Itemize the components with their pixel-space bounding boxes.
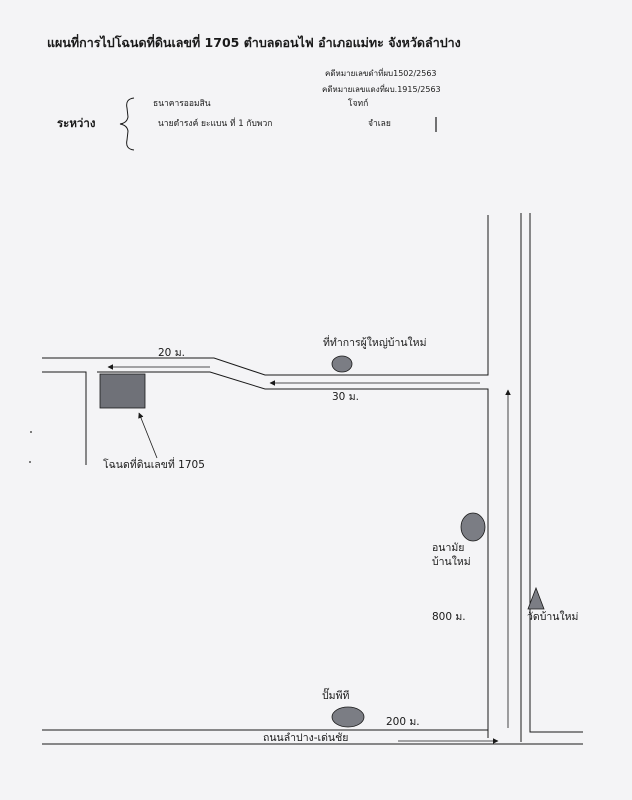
pump-station-marker [331,706,365,728]
party-person: นายดำรงค์ ยะแบน ที่ 1 กับพวก [158,119,273,129]
route-arrows [107,364,511,744]
right-main-road [520,213,583,742]
distance-30m-label: 30 ม. [332,391,359,403]
pump-station-label: ปั๊มพีที [322,690,350,702]
upper-side-road [42,215,489,738]
health-center-label-line2: บ้านใหม่ [432,556,471,568]
defendant-label: จำเลย [368,119,391,129]
plaintiff-label: โจทก์ [348,99,369,109]
distance-200m-label: 200 ม. [386,716,420,728]
case-ref-red: คดีหมายเลขแดงที่ผบ.1915/2563 [322,85,441,94]
case-ref-black: คดีหมายเลขดำที่ผบ1502/2563 [325,69,437,78]
bottom-main-road [42,729,583,745]
speck-mark [29,461,31,463]
temple-icon [527,586,545,610]
temple-label: วัดบ้านใหม่ [527,611,579,623]
land-plot-marker [99,373,146,409]
health-center-marker [460,512,486,542]
brace-icon [119,97,135,151]
page-title: แผนที่การไปโฉนดที่ดินเลขที่ 1705 ตำบลดอน… [47,35,461,50]
health-center-label-line1: อนามัย [432,542,465,554]
headman-office-marker [331,355,353,373]
distance-20m-label: 20 ม. [158,347,185,359]
party-bank: ธนาคารออมสิน [153,99,211,109]
headman-office-label: ที่ทำการผู้ใหญ่บ้านใหม่ [323,337,427,349]
between-label: ระหว่าง [57,116,96,130]
land-plot-label: โฉนดที่ดินเลขที่ 1705 [103,459,205,471]
distance-800m-label: 800 ม. [432,611,466,623]
speck-mark [30,431,32,433]
main-road-label: ถนนลำปาง-เด่นชัย [263,732,349,744]
